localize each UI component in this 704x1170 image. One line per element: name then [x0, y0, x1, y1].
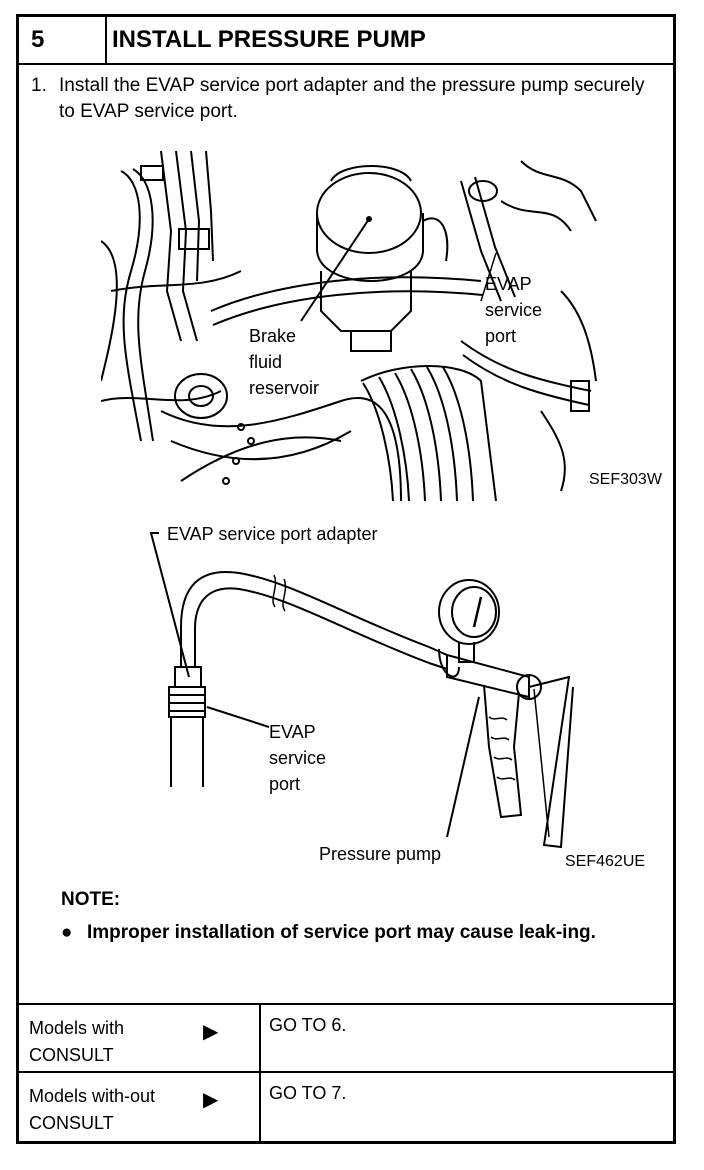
adapter-label: EVAP service port adapter: [167, 524, 378, 544]
note-text: Improper installation of service port ma…: [87, 922, 596, 943]
option-condition: Models with CONSULT: [29, 1018, 125, 1065]
engine-bay-illustration: [100, 150, 597, 502]
service-port-label: EVAP: [269, 722, 316, 742]
bullet-icon: ●: [61, 922, 73, 943]
header-divider: [105, 17, 107, 63]
arrow-right-icon: ▶: [203, 1089, 219, 1111]
pressure-pump-illustration: [149, 532, 574, 849]
evap-service-port-label: port: [485, 326, 517, 346]
step-header: 5 INSTALL PRESSURE PUMP: [19, 17, 673, 65]
figure-code: SEF462UE: [565, 853, 646, 870]
pressure-pump-figure: EVAP service port adapter EVAP service p…: [129, 517, 649, 870]
arrow-right-icon: ▶: [203, 1021, 219, 1043]
service-port-label: port: [269, 774, 301, 794]
option-row: Models with-out CONSULT ▶ GO TO 7.: [19, 1071, 673, 1144]
step-title: INSTALL PRESSURE PUMP: [112, 26, 426, 53]
brake-fluid-reservoir-label: fluid: [249, 352, 283, 372]
option-condition: Models with-out CONSULT: [29, 1086, 156, 1133]
instruction-number: 1.: [31, 75, 47, 96]
evap-service-port-label: service: [485, 300, 543, 320]
option-row: Models with CONSULT ▶ GO TO 6.: [19, 1003, 673, 1071]
evap-service-port-label: EVAP: [485, 274, 532, 294]
figure-code: SEF303W: [589, 471, 662, 488]
instruction-text: Install the EVAP service port adapter an…: [59, 75, 645, 122]
step-box: 5 INSTALL PRESSURE PUMP 1. Install the E…: [16, 14, 676, 1144]
option-action: GO TO 6.: [269, 1015, 347, 1035]
note-heading: NOTE:: [61, 889, 121, 910]
brake-fluid-reservoir-label: reservoir: [249, 378, 320, 398]
service-port-label: service: [269, 748, 327, 768]
options-table: Models with CONSULT ▶ GO TO 6. Models wi…: [19, 1003, 673, 1144]
brake-fluid-reservoir-label: Brake: [249, 326, 297, 346]
column-divider: [259, 1005, 261, 1071]
engine-bay-figure: EVAP service port Brake fluid reservoir …: [100, 141, 662, 502]
option-action: GO TO 7.: [269, 1083, 347, 1103]
pressure-pump-label: Pressure pump: [319, 844, 442, 864]
column-divider: [259, 1073, 261, 1144]
leader-dot: [366, 216, 372, 222]
step-number: 5: [31, 26, 45, 53]
